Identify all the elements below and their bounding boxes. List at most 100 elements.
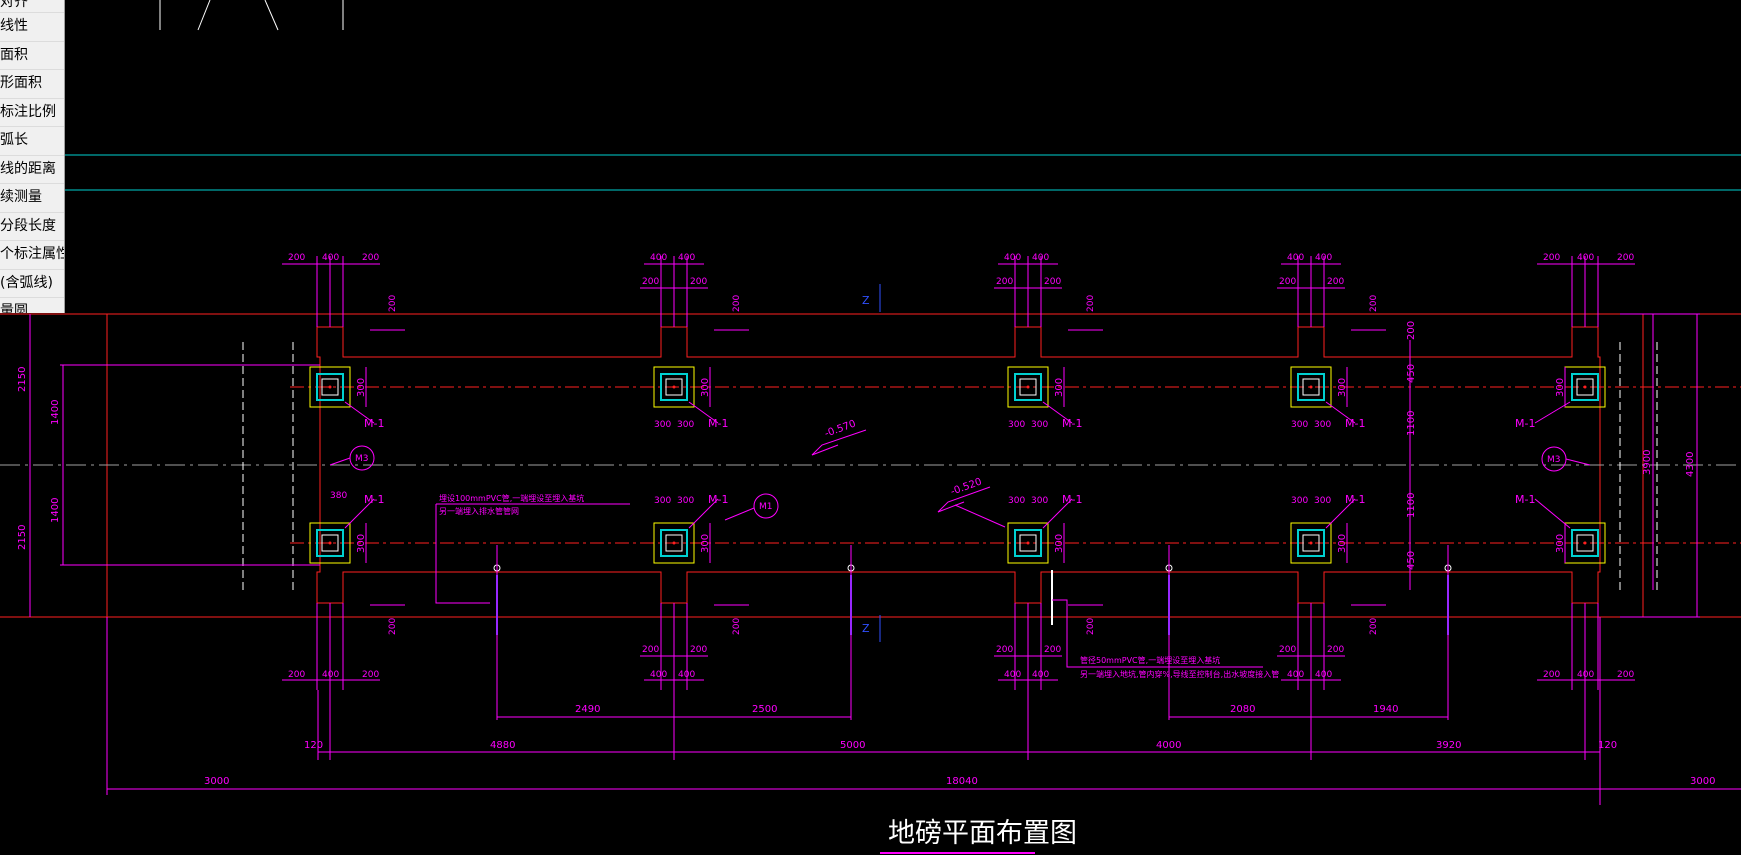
pad-dim-300-left: 300 [654, 496, 671, 506]
pad-dim-300: 300 [1054, 534, 1065, 553]
end-dashed-lines [242, 342, 1658, 590]
menu-item-line-distance[interactable]: 线的距离 [0, 156, 64, 184]
top-fragment [159, 0, 344, 31]
top-dim-200-b: 200 [1327, 277, 1344, 287]
pad-dim-300: 300 [700, 378, 711, 397]
section-label-bottom: Z [862, 622, 870, 635]
label-m1: M-1 [1062, 417, 1082, 430]
bot-dim-200-a: 200 [1279, 645, 1296, 655]
pipe-dim-1940: 1940 [1373, 704, 1398, 715]
pipe-note-100-line2: 另一端埋入排水管管网 [439, 506, 519, 516]
cyan-guide-lines [64, 154, 1741, 191]
measure-command-menu: 对齐 线性 面积 形面积 标注比例 弧长 线的距离 续测量 分段长度 个标注属性… [0, 0, 65, 313]
left-dim-1400-top: 1400 [50, 400, 61, 425]
menu-item-shape-area[interactable]: 形面积 [0, 70, 64, 99]
menu-item-arc-length[interactable]: 弧长 [0, 127, 64, 156]
label-m1: M-1 [708, 493, 728, 506]
top-dim-200-b: 200 [1044, 277, 1061, 287]
menu-item-dim-scale[interactable]: 标注比例 [0, 99, 64, 127]
bot-dim-200-b: 200 [1327, 645, 1344, 655]
elevation-mark-2 [937, 486, 1006, 528]
menu-item-segment-length[interactable]: 分段长度 [0, 213, 64, 241]
pad-dim-300-left: 300 [1291, 420, 1308, 430]
column-pad-core [1302, 378, 1320, 396]
column-pad-inner [660, 529, 688, 557]
top-dim-200-left: 200 [1543, 253, 1560, 263]
menu-item-with-arc[interactable]: (含弧线) [0, 270, 64, 298]
menu-item-area[interactable]: 面积 [0, 42, 64, 70]
elevation-label-1: -0.570 [823, 418, 857, 439]
side-dim-200-bottom: 200 [1369, 618, 1379, 635]
bot-dim-200-left: 200 [288, 670, 305, 680]
column-pad-outer [309, 366, 351, 408]
pad-dim-300: 300 [1054, 378, 1065, 397]
column-center-point [328, 541, 332, 545]
column-pad-core [1576, 534, 1594, 552]
column-pad-outer [1007, 522, 1049, 564]
pipe-note-100 [435, 503, 630, 604]
column-pad-core [1302, 534, 1320, 552]
overall-dim-18040: 18040 [946, 776, 978, 787]
pad-dim-300-right: 300 [1031, 496, 1048, 506]
column-pad-outer [653, 522, 695, 564]
column-pad-inner [316, 373, 344, 401]
column-center-point [1309, 541, 1313, 545]
label-m1: M-1 [364, 493, 384, 506]
column-pad-inner [1297, 529, 1325, 557]
label-m1: M-1 [1062, 493, 1082, 506]
top-dim-200-b: 200 [690, 277, 707, 287]
column-pad-core [321, 378, 339, 396]
left-dim-2150-bottom: 2150 [17, 525, 28, 550]
label-m1-leader [1042, 498, 1073, 529]
right-dim-4300: 4300 [1685, 452, 1696, 477]
right-dimension-chain [1409, 313, 1700, 618]
section-marker-bottom: Z [862, 615, 881, 642]
pad-dim-300-left: 300 [1291, 496, 1308, 506]
top-dim-200-right: 200 [1617, 253, 1634, 263]
pad-dim-300: 300 [1337, 534, 1348, 553]
drawing-title: 地磅平面布置图 [888, 818, 1077, 849]
bot-dim-200-b: 200 [690, 645, 707, 655]
top-dim-400: 400 [322, 253, 339, 263]
menu-item-measure-circle[interactable]: 量圆 [0, 298, 64, 313]
right-dim-450-top: 450 [1406, 364, 1417, 383]
column-pad-inner [1571, 373, 1599, 401]
column-pad-inner [316, 529, 344, 557]
menu-item-align[interactable]: 对齐 [0, 0, 64, 13]
column-center-point [1583, 385, 1587, 389]
pad-dim-300-left: 300 [1008, 496, 1025, 506]
overall-dim-3000-left: 3000 [204, 776, 229, 787]
right-dim-3900: 3900 [1642, 450, 1653, 475]
side-dim-200-top: 200 [1369, 295, 1379, 312]
column-pad-core [1576, 378, 1594, 396]
label-m1-leader [1534, 401, 1571, 424]
column-pad-outer [1290, 366, 1332, 408]
pipe-note-50-line1: 管径50mmPVC管,一端埋设至埋入基坑 [1080, 655, 1220, 665]
column-pad-outer [1007, 366, 1049, 408]
pad-dim-300: 300 [1337, 378, 1348, 397]
section-label-top: Z [862, 294, 870, 307]
span-dim-120-left: 120 [304, 740, 323, 751]
column-pad-core [1019, 378, 1037, 396]
menu-item-continuous-measure[interactable]: 续测量 [0, 184, 64, 213]
top-dim-400-left: 400 [1004, 253, 1021, 263]
pad-dim-300-right: 300 [1314, 420, 1331, 430]
elevation-mark-1 [811, 429, 867, 456]
menu-item-linear[interactable]: 线性 [0, 13, 64, 42]
column-center-point [1026, 541, 1030, 545]
span-dim-3920: 3920 [1436, 740, 1461, 751]
label-m1-leader [1042, 401, 1073, 424]
left-dimension-chain [29, 314, 320, 617]
top-dim-200-left: 200 [288, 253, 305, 263]
menu-item-dim-properties[interactable]: 个标注属性 [0, 241, 64, 270]
elevation-label-2: -0.520 [949, 476, 983, 497]
pipe-dim-2500: 2500 [752, 704, 777, 715]
column-pad-inner [1297, 373, 1325, 401]
span-dim-5000: 5000 [840, 740, 865, 751]
m3-circle-tag-left: M3 [329, 445, 375, 471]
bot-dim-200-right: 200 [362, 670, 379, 680]
pad-dim-300: 300 [700, 534, 711, 553]
m1-circle-tag: M1 [724, 493, 779, 521]
column-center-point [672, 541, 676, 545]
